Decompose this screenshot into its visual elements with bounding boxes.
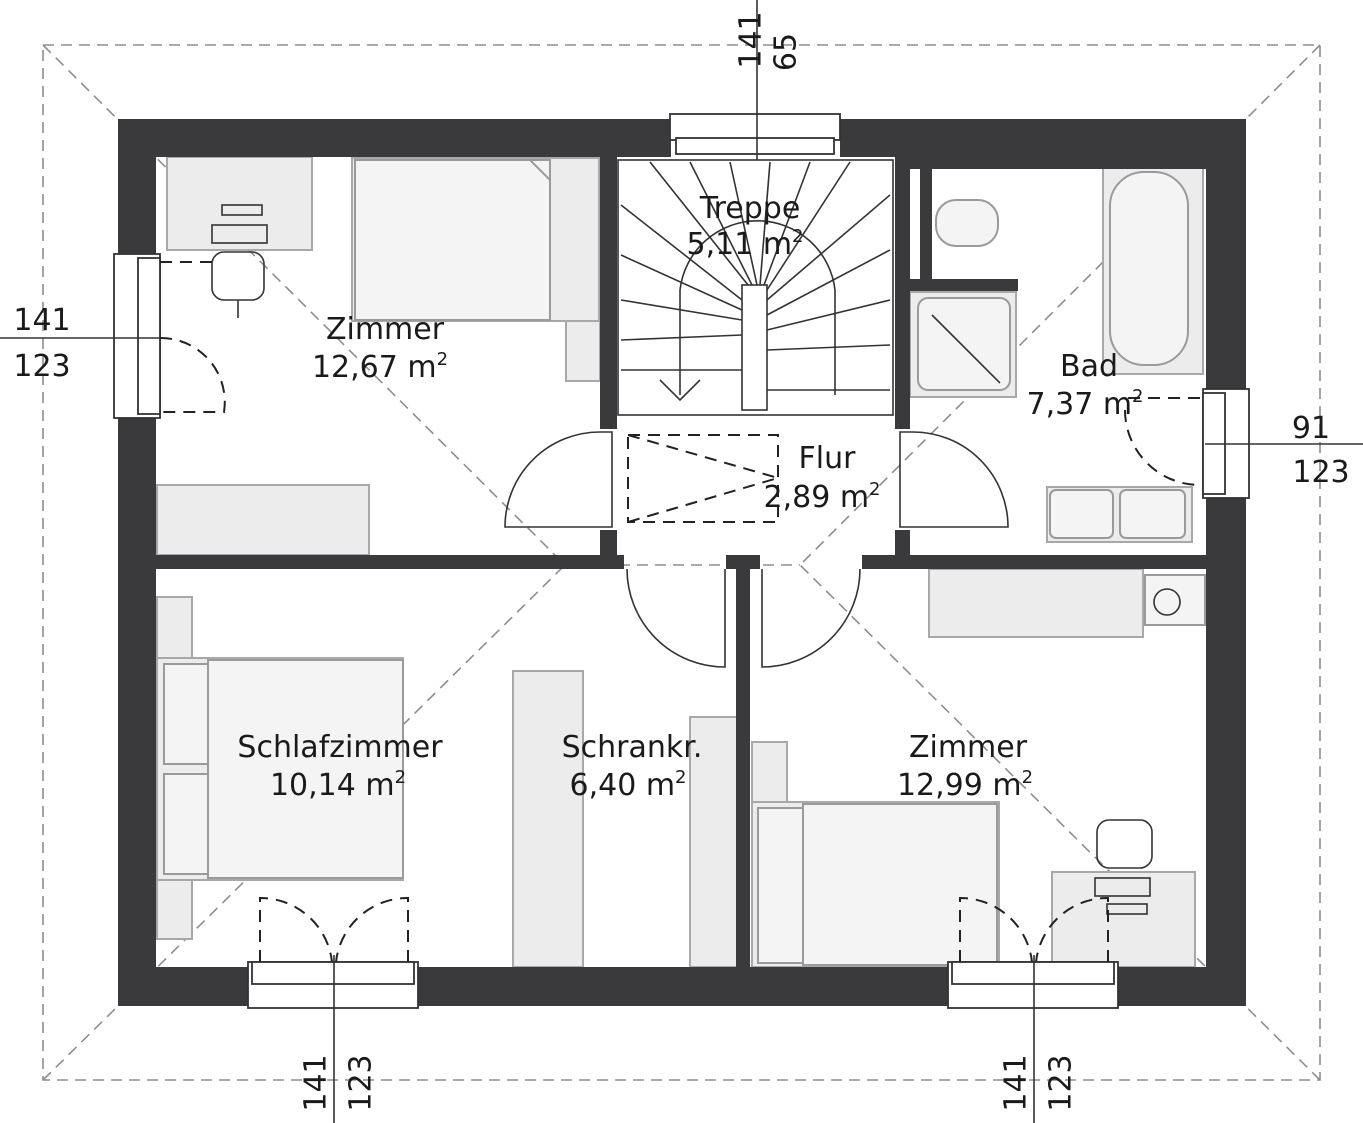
room-area: 12,99 m2: [897, 767, 1033, 803]
window-bottom-left-width: 141: [299, 1054, 334, 1111]
room-name: Zimmer: [326, 312, 445, 347]
room-name: Flur: [799, 441, 857, 476]
walls: [118, 119, 1246, 1006]
room-name: Zimmer: [909, 730, 1028, 765]
room-area: 6,40 m2: [569, 767, 686, 803]
window-left-width: 141: [13, 303, 70, 338]
room-schrankr: Schrankr. 6,40 m2: [562, 730, 703, 803]
room-area: 7,37 m2: [1026, 386, 1143, 422]
room-name: Treppe: [699, 191, 801, 226]
room-treppe: Treppe 5,11 m2: [686, 191, 803, 262]
room-area: 2,89 m2: [763, 479, 880, 515]
window-bottom-left-height: 123: [344, 1054, 379, 1111]
room-bad: Bad 7,37 m2: [1026, 349, 1143, 422]
room-name: Schrankr.: [562, 730, 703, 765]
window-top-width: 141: [734, 11, 769, 68]
room-schlafzimmer: Schlafzimmer 10,14 m2: [237, 730, 443, 803]
room-name: Schlafzimmer: [237, 730, 443, 765]
window-left-height: 123: [13, 349, 70, 384]
doors: [159, 261, 1201, 963]
window-top-height: 65: [769, 33, 804, 71]
window-right-height: 123: [1292, 455, 1349, 490]
room-name: Bad: [1060, 349, 1118, 384]
window-right-width: 91: [1292, 411, 1330, 446]
room-area: 12,67 m2: [312, 349, 448, 385]
window-bottom-right-width: 141: [999, 1054, 1034, 1111]
window-bottom-right-height: 123: [1044, 1054, 1079, 1111]
room-area: 5,11 m2: [686, 226, 803, 262]
room-flur: Flur 2,89 m2: [763, 441, 880, 515]
room-zimmer-2: Zimmer 12,99 m2: [897, 730, 1033, 803]
room-area: 10,14 m2: [270, 767, 406, 803]
room-zimmer-1: Zimmer 12,67 m2: [312, 312, 448, 385]
stairs: [617, 159, 894, 416]
furniture: [156, 156, 1206, 968]
